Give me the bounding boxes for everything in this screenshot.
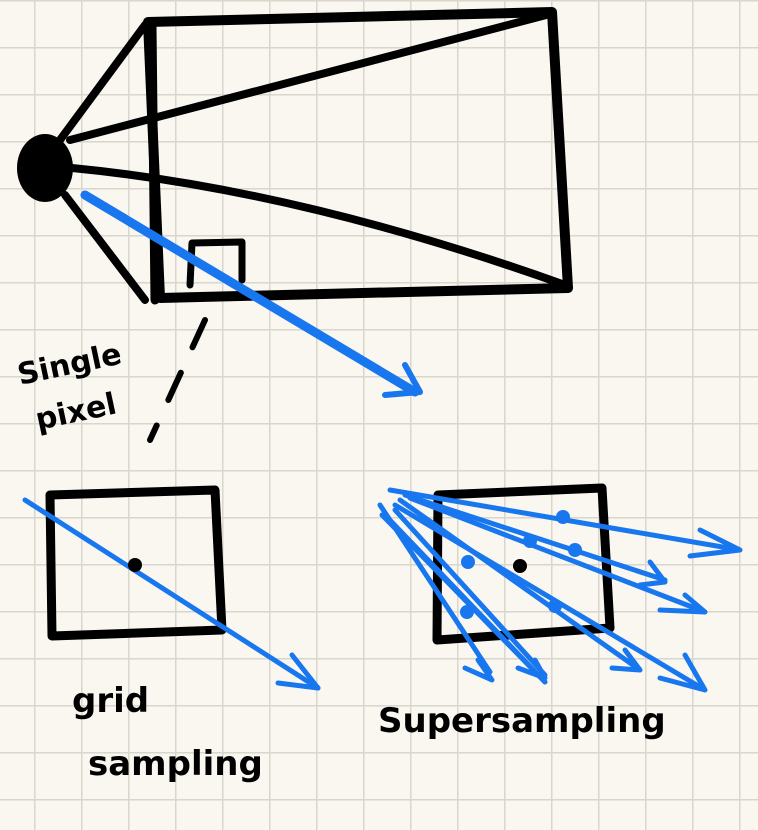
- label-sampling: sampling: [88, 744, 263, 784]
- center-sample-point: [513, 559, 527, 573]
- center-sample-point: [128, 558, 142, 572]
- arrowhead: [382, 362, 423, 398]
- label-pixel: pixel: [32, 387, 119, 438]
- primary-ray: [80, 190, 423, 398]
- pixel-callout-dashed: [147, 317, 208, 443]
- camera-eye: [17, 134, 73, 202]
- grid-sampling-pixel: [22, 485, 321, 691]
- sample-points: [460, 510, 582, 619]
- camera-frustum: [17, 7, 573, 443]
- label-single: Single: [14, 337, 124, 393]
- sample-ray: [22, 497, 321, 691]
- label-supersampling: Supersampling: [378, 701, 666, 741]
- single-pixel-box: [186, 238, 246, 289]
- image-plane: [143, 7, 573, 303]
- supersampling-pixel: [377, 483, 743, 693]
- label-grid: grid: [72, 681, 149, 721]
